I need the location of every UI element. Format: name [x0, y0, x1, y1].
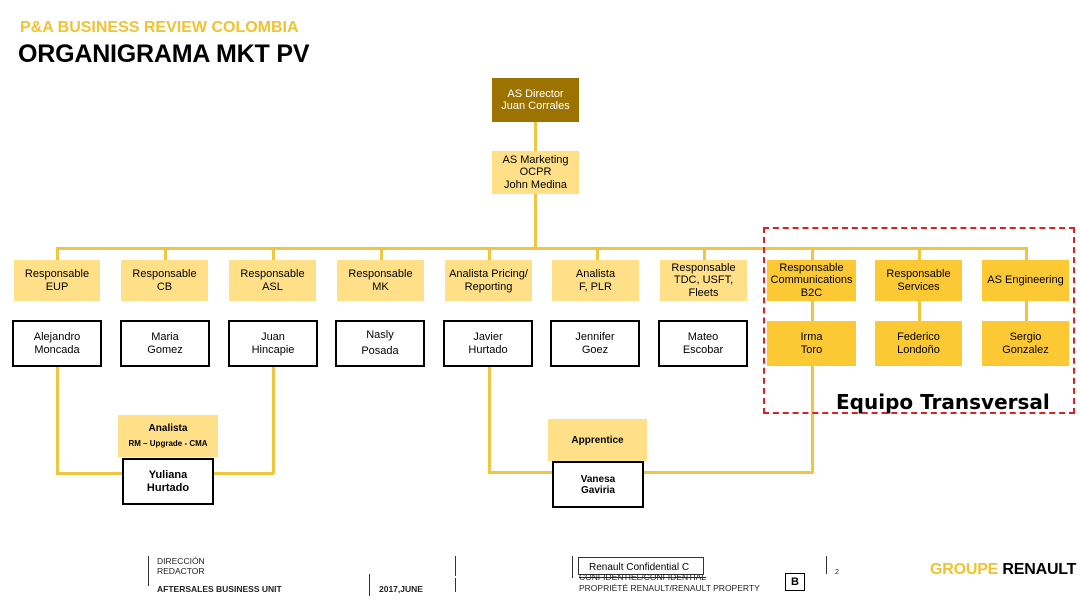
role-box-eup: Responsable EUP [14, 260, 100, 301]
brand-logo-groupe: GROUPE [930, 561, 999, 578]
role-box-asl: Responsable ASL [229, 260, 316, 301]
role-box-tdc: Responsable TDC, USFT, Fleets [660, 260, 747, 301]
role-box-mk: Responsable MK [337, 260, 424, 301]
page-title: ORGANIGRAMA MKT PV [18, 40, 310, 68]
footer-confidentiel: CONFIDENTIEL/CONFIDENTIAL [579, 572, 707, 582]
director-box: AS Director Juan Corrales [492, 78, 579, 122]
analista-role-label: Analista [148, 423, 188, 435]
person-box-yuliana: Yuliana Hurtado [122, 458, 214, 505]
person-box-maria: Maria Gomez [120, 320, 210, 367]
footer-redactor: REDACTOR [157, 566, 205, 576]
role-box-fplr: Analista F, PLR [552, 260, 639, 301]
role-box-services: Responsable Services [875, 260, 962, 301]
footer-unit: AFTERSALES BUSINESS UNIT [157, 584, 282, 594]
analista-role-sub: RM – Upgrade - CMA [128, 439, 208, 449]
footer-class-badge: B [785, 573, 805, 591]
footer-direccion: DIRECCIÓN [157, 556, 205, 566]
role-box-engineering: AS Engineering [982, 260, 1069, 301]
person-box-nasly: Nasly Posada [335, 320, 425, 367]
brand-logo: GROUPE RENAULT [930, 561, 1076, 579]
brand-logo-renault: RENAULT [1002, 561, 1077, 578]
role-box-communications: Responsable Communications B2C [767, 260, 856, 301]
person-box-sergio: Sergio Gonzalez [982, 321, 1069, 366]
person-box-javier: Javier Hurtado [443, 320, 533, 367]
transversal-team-label: Equipo Transversal [836, 390, 1050, 414]
person-box-irma: Irma Toro [767, 321, 856, 366]
person-box-federico: Federico Londoño [875, 321, 962, 366]
person-box-vanesa: Vanesa Gaviria [552, 461, 644, 508]
marketing-box: AS Marketing OCPR John Medina [492, 151, 579, 194]
person-box-jennifer: Jennifer Goez [550, 320, 640, 367]
footer-date: 2017,JUNE [379, 584, 423, 594]
page-number: 2 [835, 569, 839, 576]
footer-property: PROPRIÉTÉ RENAULT/RENAULT PROPERTY [579, 583, 760, 593]
person-box-mateo: Mateo Escobar [658, 320, 748, 367]
person-box-juan: Juan Hincapie [228, 320, 318, 367]
role-box-pricing: Analista Pricing/ Reporting [445, 260, 532, 301]
analista-role-box: Analista RM – Upgrade - CMA [118, 415, 218, 457]
role-box-cb: Responsable CB [121, 260, 208, 301]
person-box-alejandro: Alejandro Moncada [12, 320, 102, 367]
report-supertitle: P&A BUSINESS REVIEW COLOMBIA [20, 19, 299, 36]
apprentice-role-box: Apprentice [548, 419, 647, 461]
footer-confidential-box: Renault Confidential C [578, 557, 704, 575]
transversal-team-frame [763, 227, 1075, 414]
